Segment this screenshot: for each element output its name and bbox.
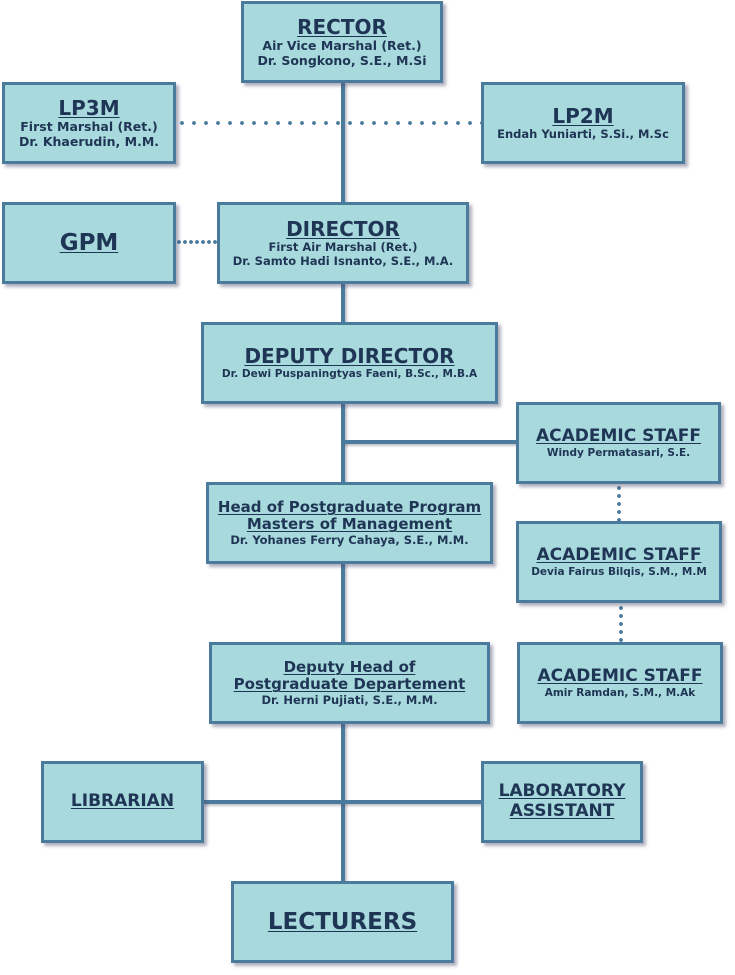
director-title: DIRECTOR — [286, 217, 400, 242]
director-box[interactable]: DIRECTOR First Air Marshal (Ret.) Dr. Sa… — [217, 202, 469, 284]
rector-title: RECTOR — [297, 15, 387, 40]
deputy-director-title: DEPUTY DIRECTOR — [244, 344, 455, 369]
rector-name: Dr. Songkono, S.E., M.Si — [257, 52, 427, 68]
academic-staff-title: ACADEMIC STAFF — [535, 426, 702, 447]
director-rank: First Air Marshal (Ret.) — [268, 240, 418, 255]
director-name: Dr. Samto Hadi Isnanto, S.E., M.A. — [232, 253, 454, 268]
head-postgrad-title-line-1: Head of Postgraduate Program — [217, 498, 482, 517]
lp3m-box[interactable]: LP3M First Marshal (Ret.) Dr. Khaerudin,… — [2, 82, 176, 164]
academic-staff-name: Windy Permatasari, S.E. — [546, 446, 691, 459]
deputy-director-name: Dr. Dewi Puspaningtyas Faeni, B.Sc., M.B… — [221, 368, 478, 381]
head-postgrad-box[interactable]: Head of Postgraduate Program Masters of … — [206, 482, 493, 564]
deputy-head-postgrad-title-line-1: Deputy Head of — [283, 658, 416, 677]
lecturers-title: LECTURERS — [267, 908, 418, 935]
lp3m-title: LP3M — [58, 96, 120, 121]
connector-rector-director — [341, 82, 345, 204]
deputy-head-postgrad-title-line-2: Postgraduate Departement — [233, 675, 466, 694]
gpm-box[interactable]: GPM — [2, 202, 176, 284]
dotted-connector-staff-1-2 — [617, 484, 621, 522]
rector-rank: Air Vice Marshal (Ret.) — [262, 38, 422, 54]
head-postgrad-name: Dr. Yohanes Ferry Cahaya, S.E., M.M. — [230, 532, 469, 547]
rector-box[interactable]: RECTOR Air Vice Marshal (Ret.) Dr. Songk… — [241, 1, 443, 83]
academic-staff-title: ACADEMIC STAFF — [537, 666, 703, 687]
academic-staff-box[interactable]: ACADEMIC STAFF Windy Permatasari, S.E. — [516, 402, 721, 484]
academic-staff-name: Amir Ramdan, S.M., M.Ak — [544, 686, 696, 699]
deputy-director-box[interactable]: DEPUTY DIRECTOR Dr. Dewi Puspaningtyas F… — [201, 322, 498, 404]
connector-to-academic-staff — [341, 440, 519, 444]
gpm-title: GPM — [59, 229, 119, 256]
connector-head-deputyhead — [341, 563, 345, 643]
academic-staff-box[interactable]: ACADEMIC STAFF Devia Fairus Bilqis, S.M.… — [516, 521, 722, 603]
deputy-head-postgrad-box[interactable]: Deputy Head of Postgraduate Departement … — [209, 642, 490, 724]
lab-assistant-title-line-1: LABORATORY — [498, 781, 626, 802]
academic-staff-box[interactable]: ACADEMIC STAFF Amir Ramdan, S.M., M.Ak — [517, 642, 723, 724]
dotted-connector-staff-2-3 — [619, 604, 623, 642]
head-postgrad-title-line-2: Masters of Management — [246, 515, 453, 534]
dotted-connector-gpm-director — [176, 240, 218, 244]
academic-staff-title: ACADEMIC STAFF — [536, 545, 702, 566]
librarian-title: LIBRARIAN — [70, 791, 175, 812]
lp2m-title: LP2M — [552, 103, 614, 128]
lp3m-name: Dr. Khaerudin, M.M. — [18, 133, 160, 149]
lecturers-box[interactable]: LECTURERS — [231, 881, 454, 963]
lp2m-box[interactable]: LP2M Endah Yuniarti, S.Si., M.Sc — [481, 82, 685, 164]
lp2m-name: Endah Yuniarti, S.Si., M.Sc — [497, 126, 669, 141]
librarian-box[interactable]: LIBRARIAN — [41, 761, 204, 843]
connector-director-deputy — [341, 283, 345, 323]
deputy-head-postgrad-name: Dr. Herni Pujiati, S.E., M.M. — [261, 692, 438, 707]
dotted-connector-lp3m-lp2m — [176, 121, 482, 125]
lp3m-rank: First Marshal (Ret.) — [20, 119, 158, 135]
lab-assistant-box[interactable]: LABORATORY ASSISTANT — [481, 761, 643, 843]
lab-assistant-title-line-2: ASSISTANT — [509, 801, 615, 821]
connector-librarian-lab — [202, 800, 484, 804]
academic-staff-name: Devia Fairus Bilqis, S.M., M.M — [531, 565, 707, 578]
